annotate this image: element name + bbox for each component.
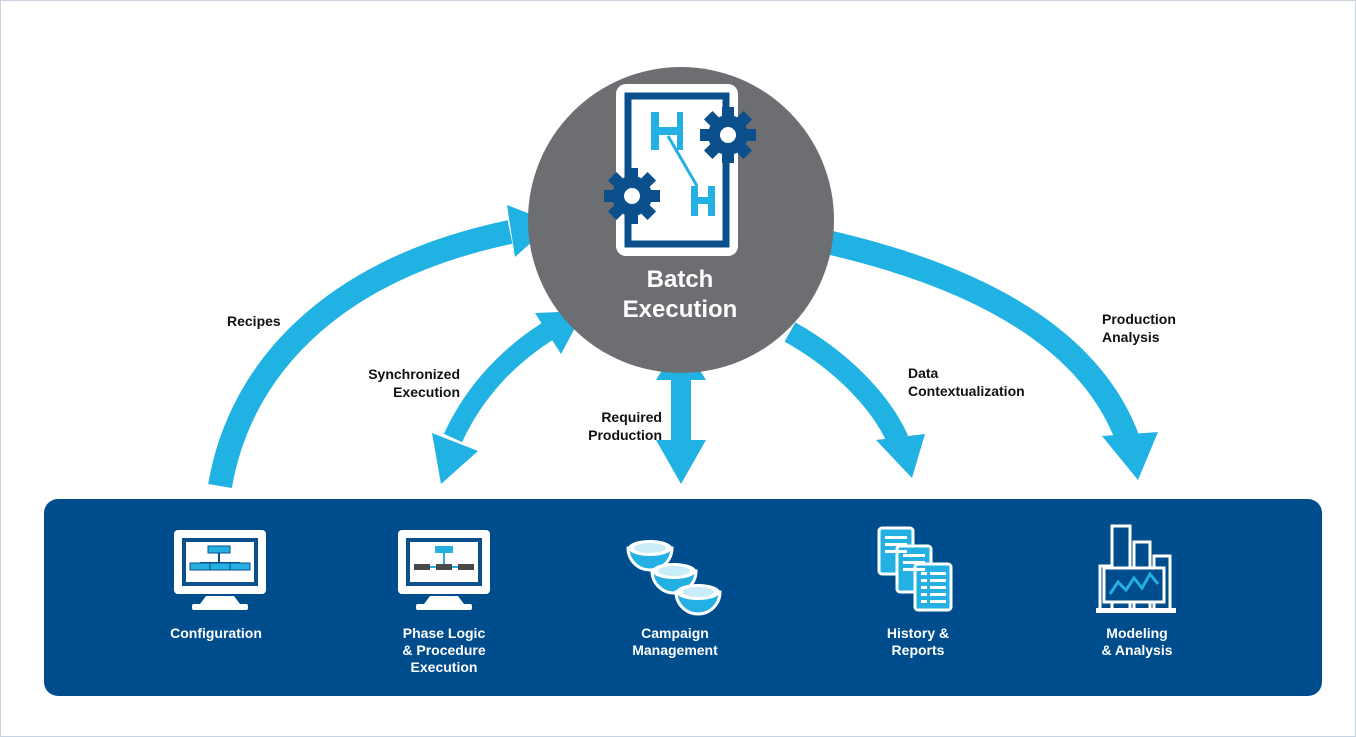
module-campaign-management-label: Campaign Management xyxy=(585,625,765,659)
hub-title-line1: Batch xyxy=(646,266,714,293)
module-modeling-analysis-label: Modeling & Analysis xyxy=(1047,625,1227,659)
module-configuration-label-line1: Configuration xyxy=(170,625,262,641)
synchronized-execution-label-line1: Synchronized xyxy=(368,366,460,382)
module-campaign-management-label-line1: Campaign xyxy=(641,625,709,641)
monitor-flowchart-icon xyxy=(174,530,266,610)
production-analysis-label-line1: Production xyxy=(1102,311,1176,327)
module-campaign-management-label-line2: Management xyxy=(632,642,718,658)
module-modeling-analysis-label-line2: & Analysis xyxy=(1101,642,1173,658)
required-production-label-line2: Production xyxy=(588,427,662,443)
module-phase-logic-label: Phase Logic & Procedure Execution xyxy=(354,625,534,676)
module-phase-logic-label-line3: Execution xyxy=(410,659,478,675)
hub-title: Batch Execution xyxy=(560,265,800,325)
production-analysis-label: Production Analysis xyxy=(1102,310,1176,346)
production-analysis-label-line2: Analysis xyxy=(1102,329,1160,345)
module-phase-logic-label-line1: Phase Logic xyxy=(402,625,486,641)
production-analysis-arrow xyxy=(815,228,1158,480)
module-modeling-analysis-label-line1: Modeling xyxy=(1106,625,1168,641)
module-phase-logic-label-line2: & Procedure xyxy=(402,642,486,658)
module-history-reports-label: History & Reports xyxy=(828,625,1008,659)
recipes-arrow xyxy=(208,205,553,489)
required-production-label: Required Production xyxy=(560,408,662,444)
batch-execution-hub xyxy=(528,67,834,373)
module-history-reports-label-line2: Reports xyxy=(891,642,945,658)
report-documents-icon xyxy=(877,526,953,612)
batch-recipe-gears-icon xyxy=(604,84,756,256)
module-configuration-label: Configuration xyxy=(126,625,306,642)
data-contextualization-label: Data Contextualization xyxy=(908,364,1025,400)
monitor-phase-logic-icon xyxy=(398,530,490,610)
recipes-label: Recipes xyxy=(227,312,281,330)
data-contextualization-arrow xyxy=(784,322,925,478)
bowls-icon xyxy=(626,540,722,616)
data-contextualization-label-line1: Data xyxy=(908,365,939,381)
bar-chart-icon xyxy=(1096,524,1176,613)
required-production-label-line1: Required xyxy=(601,409,662,425)
synchronized-execution-label: Synchronized Execution xyxy=(330,365,460,401)
hub-title-line2: Execution xyxy=(622,296,738,323)
synchronized-execution-label-line2: Execution xyxy=(393,384,460,400)
module-history-reports-label-line1: History & xyxy=(886,625,950,641)
recipes-label-line1: Recipes xyxy=(227,313,281,329)
data-contextualization-label-line2: Contextualization xyxy=(908,383,1025,399)
